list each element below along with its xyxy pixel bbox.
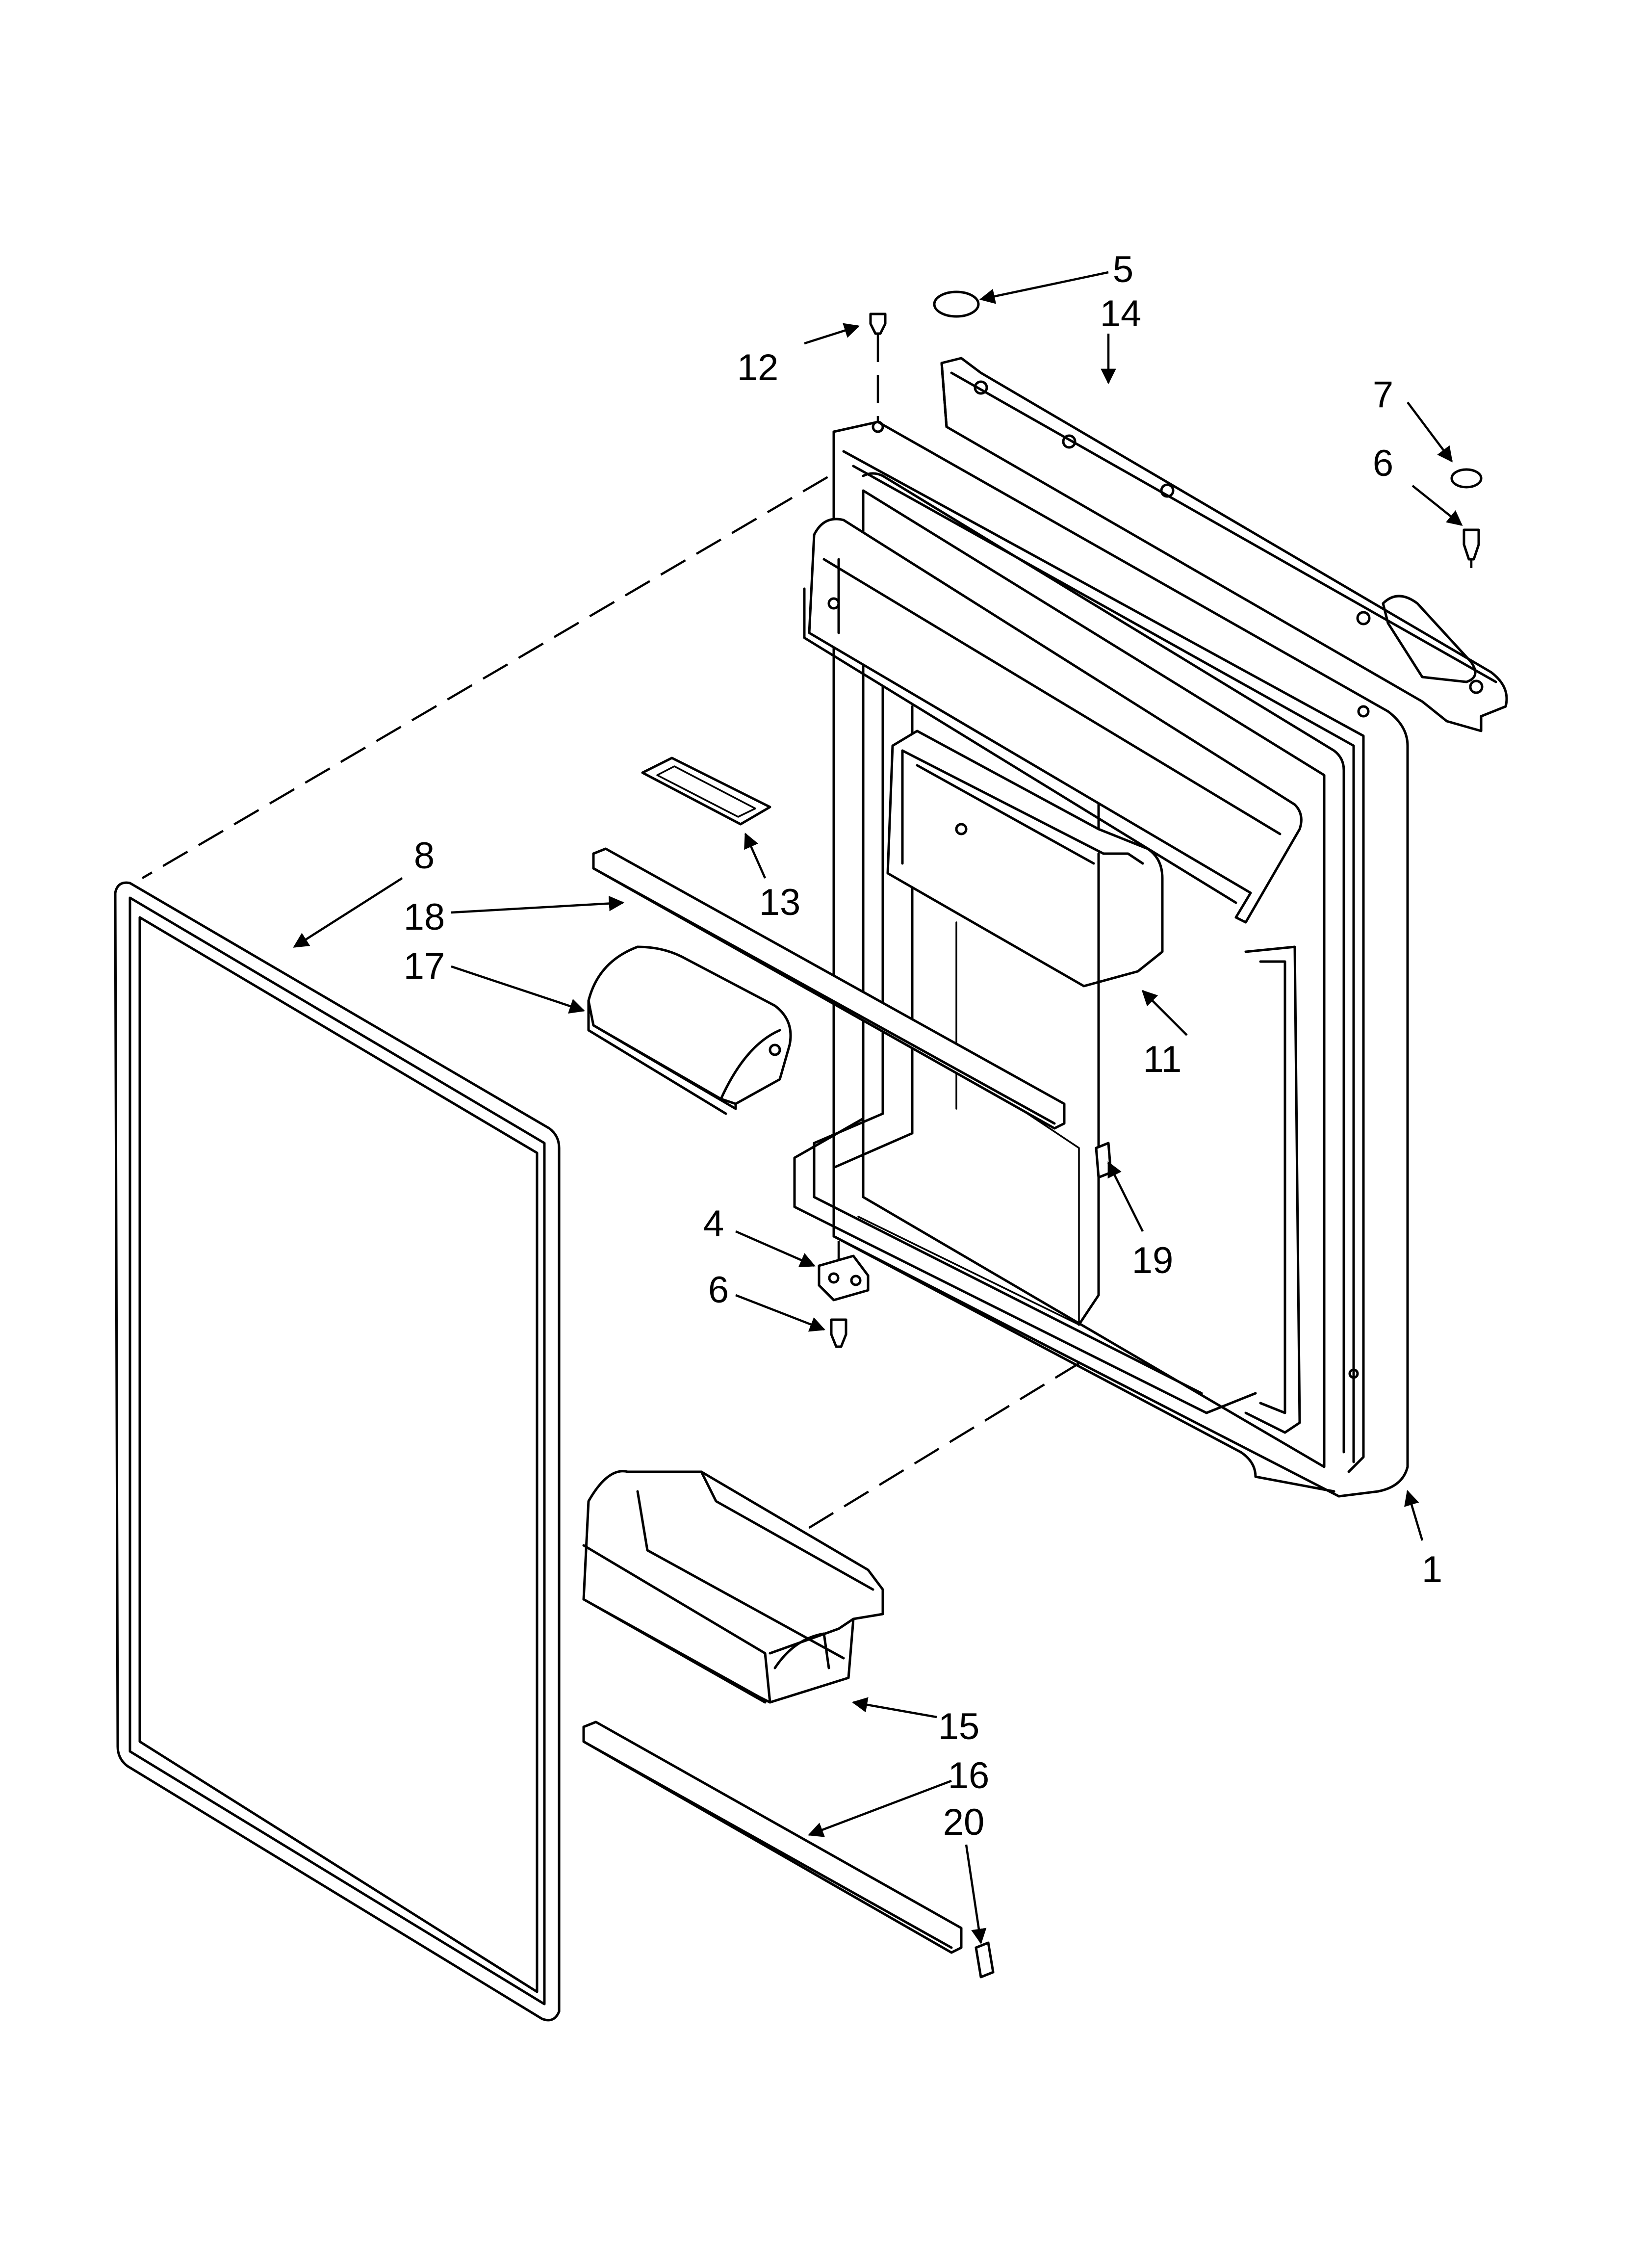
callout-1: 1 bbox=[1422, 1549, 1442, 1590]
small-tray bbox=[641, 756, 771, 826]
callout-18: 18 bbox=[404, 896, 445, 938]
callout-17: 17 bbox=[404, 945, 445, 987]
callout-20: 20 bbox=[943, 1801, 985, 1843]
callout-8: 8 bbox=[414, 835, 435, 877]
callout-7: 7 bbox=[1373, 374, 1393, 416]
leader-lines bbox=[293, 271, 1463, 1945]
callout-4: 4 bbox=[703, 1203, 724, 1245]
callout-16: 16 bbox=[948, 1755, 990, 1797]
lower-shelf-rail bbox=[582, 1721, 963, 1954]
callout-5: 5 bbox=[1113, 249, 1133, 290]
dairy-compartment bbox=[587, 945, 792, 1115]
door-handle-cap bbox=[940, 357, 1508, 732]
callout-labels: 1 4 5 6 6 7 8 11 12 13 14 15 16 17 18 19… bbox=[404, 249, 1442, 1843]
callout-11: 11 bbox=[1143, 1039, 1182, 1080]
callout-6-lower: 6 bbox=[708, 1269, 729, 1311]
callout-19: 19 bbox=[1132, 1240, 1174, 1281]
upper-shelf-rail bbox=[592, 847, 1066, 1130]
callout-13: 13 bbox=[759, 882, 801, 923]
callout-14: 14 bbox=[1100, 293, 1142, 335]
door-gasket bbox=[114, 881, 561, 2022]
lower-door-bin bbox=[582, 1470, 884, 1704]
upper-door-bin bbox=[803, 518, 1303, 988]
callout-6-upper: 6 bbox=[1373, 443, 1393, 484]
callout-15: 15 bbox=[938, 1706, 980, 1747]
small-hardware bbox=[818, 290, 1483, 1979]
callout-12: 12 bbox=[737, 347, 779, 389]
